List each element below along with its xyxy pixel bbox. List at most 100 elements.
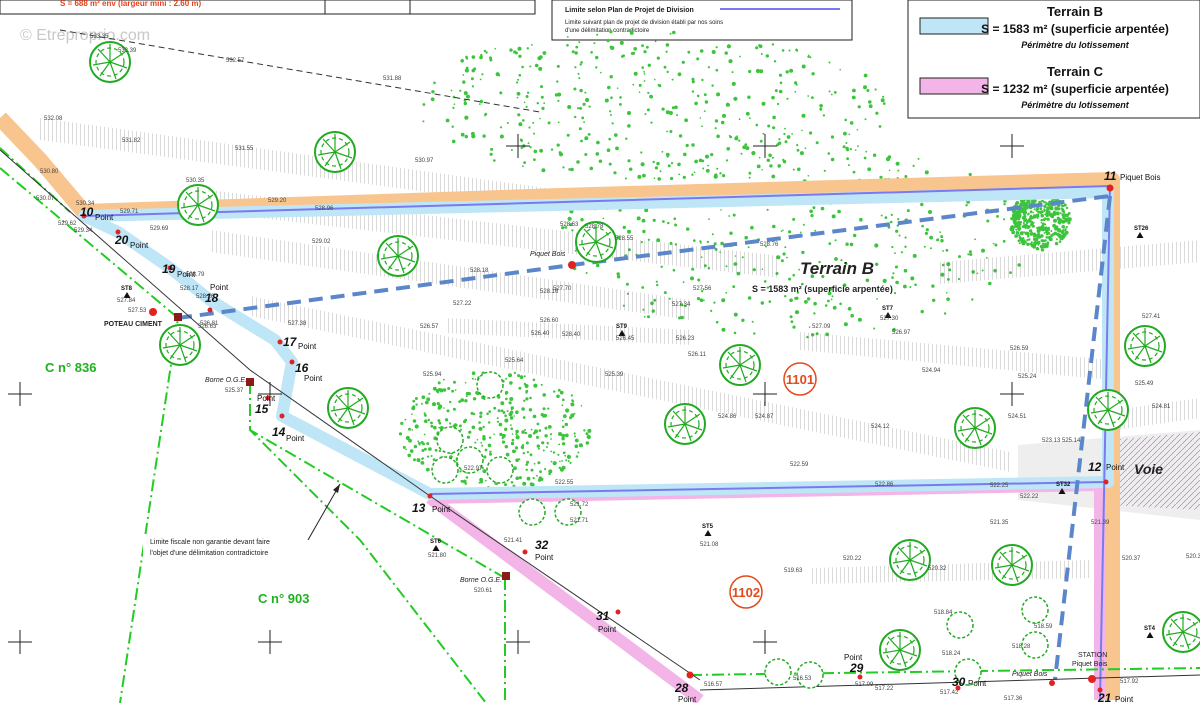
elevation-label: 526.57 <box>420 324 439 330</box>
poteau-marker <box>174 313 182 321</box>
point-12: 12 Point <box>1088 460 1125 474</box>
map-terrain-b-title: Terrain B <box>800 259 874 278</box>
elevation-label: 526.45 <box>616 336 635 342</box>
station-st6: ST6 <box>430 539 442 551</box>
elevation-label: 523.13 <box>1042 438 1061 444</box>
elevation-label: 528.18 <box>470 268 489 274</box>
svg-text:ST7: ST7 <box>882 306 894 312</box>
top-note: S = 688 m² env (largeur mini : 2.60 m) <box>60 0 202 8</box>
elevation-label: 524.86 <box>718 414 737 420</box>
station-st26: ST26 <box>1134 226 1149 238</box>
svg-text:12: 12 <box>1088 460 1102 474</box>
svg-text:31: 31 <box>596 609 610 623</box>
station-st4: ST4 <box>1144 626 1156 638</box>
elevation-label: 518.28 <box>1012 644 1031 650</box>
svg-text:Point: Point <box>304 374 323 383</box>
elevation-label: 525.24 <box>1018 374 1037 380</box>
elevation-label: 527.41 <box>1142 314 1161 320</box>
svg-text:ST32: ST32 <box>1056 482 1071 488</box>
elevation-label: 517.22 <box>875 686 894 692</box>
elevation-label: 528.40 <box>562 332 581 338</box>
elevation-label: 528.76 <box>760 242 779 248</box>
svg-text:30: 30 <box>952 675 966 689</box>
station-st7: ST7 <box>882 306 894 318</box>
piquet-bois-mid: Piquet Bois <box>530 251 566 258</box>
svg-text:Point: Point <box>210 283 229 292</box>
svg-text:Point: Point <box>535 553 554 562</box>
elevation-label: 527.53 <box>128 308 147 314</box>
elevation-label: 518.24 <box>942 651 961 657</box>
terrain-legend: Terrain B S = 1583 m² (superficie arpent… <box>907 0 1200 119</box>
elevation-label: 527.56 <box>693 286 712 292</box>
elevation-label: 528.55 <box>615 236 634 242</box>
division-legend: Limite selon Plan de Projet de Division … <box>551 0 853 41</box>
cadastre-lines <box>0 147 1200 703</box>
station-st5: ST5 <box>702 524 714 536</box>
elevation-label: 527.34 <box>672 302 691 308</box>
elevation-label: 529.71 <box>120 209 139 215</box>
elevation-label: 528.96 <box>315 206 334 212</box>
elevation-label: 522.22 <box>1020 494 1039 500</box>
elevation-label: 521.72 <box>570 502 589 508</box>
borne-label-1: Borne O.G.E. <box>205 377 247 384</box>
elevation-label: 528.17 <box>180 286 199 292</box>
elevation-label: 525.64 <box>505 358 524 364</box>
station-line1: STATION <box>1078 652 1107 659</box>
svg-text:Point: Point <box>257 394 276 403</box>
elevation-label: 524.12 <box>871 424 890 430</box>
svg-text:Point: Point <box>598 625 617 634</box>
station-line2: Piquet Bois <box>1072 661 1108 668</box>
cadastre-903: C n° 903 <box>258 591 309 606</box>
elevation-label: 531.82 <box>122 138 141 144</box>
elevation-label: 528.26 <box>196 294 215 300</box>
hedges <box>431 371 1049 689</box>
elevation-label: 531.88 <box>383 76 402 82</box>
legend-terrain-b-sub: Périmètre du lotissement <box>1021 40 1130 50</box>
svg-text:16: 16 <box>295 361 309 375</box>
elevations: 533.35533.39532.57531.88532.08531.82531.… <box>36 34 1200 702</box>
elevation-label: 517.42 <box>940 690 959 696</box>
svg-text:ST5: ST5 <box>702 524 714 530</box>
elevation-label: 529.34 <box>74 228 93 234</box>
elevation-label: 522.25 <box>990 483 1009 489</box>
svg-text:20: 20 <box>114 233 129 247</box>
grey-boundary <box>0 29 1200 691</box>
legend-terrain-b-title: Terrain B <box>1047 4 1103 19</box>
elevation-label: 530.35 <box>186 178 205 184</box>
elevation-label: 527.09 <box>812 324 831 330</box>
elevation-label: 533.39 <box>118 48 137 54</box>
elevation-label: 521.80 <box>428 553 447 559</box>
svg-text:13: 13 <box>412 501 426 515</box>
elevation-label: 530.80 <box>40 169 59 175</box>
elevation-label: 521.41 <box>504 538 523 544</box>
elevation-label: 520.32 <box>928 566 947 572</box>
top-note-box: S = 688 m² env (largeur mini : 2.60 m) <box>0 0 536 15</box>
svg-text:Point: Point <box>1106 463 1125 472</box>
elevation-label: 521.35 <box>990 520 1009 526</box>
elevation-label: 522.97 <box>464 466 483 472</box>
svg-text:Limite fiscale non garantie de: Limite fiscale non garantie devant faire <box>150 539 270 546</box>
legend-terrain-b-area: S = 1583 m² (superficie arpentée) <box>981 22 1169 36</box>
elevation-label: 517.92 <box>1120 679 1139 685</box>
svg-text:28: 28 <box>674 681 689 695</box>
elevation-label: 532.57 <box>226 58 245 64</box>
elevation-label: 517.36 <box>1004 696 1023 702</box>
piquet-bois-bottom: Piquet Bois <box>1012 671 1048 678</box>
svg-text:32: 32 <box>535 538 549 552</box>
elevation-label: 521.39 <box>1091 520 1110 526</box>
svg-text:10: 10 <box>80 205 94 219</box>
elevation-label: 528.79 <box>186 272 205 278</box>
elevation-label: 524.94 <box>922 368 941 374</box>
elevation-label: 518.84 <box>934 610 953 616</box>
svg-text:Point: Point <box>678 695 697 703</box>
terrain-b-swatch <box>919 17 989 35</box>
elevation-label: 521.08 <box>700 542 719 548</box>
